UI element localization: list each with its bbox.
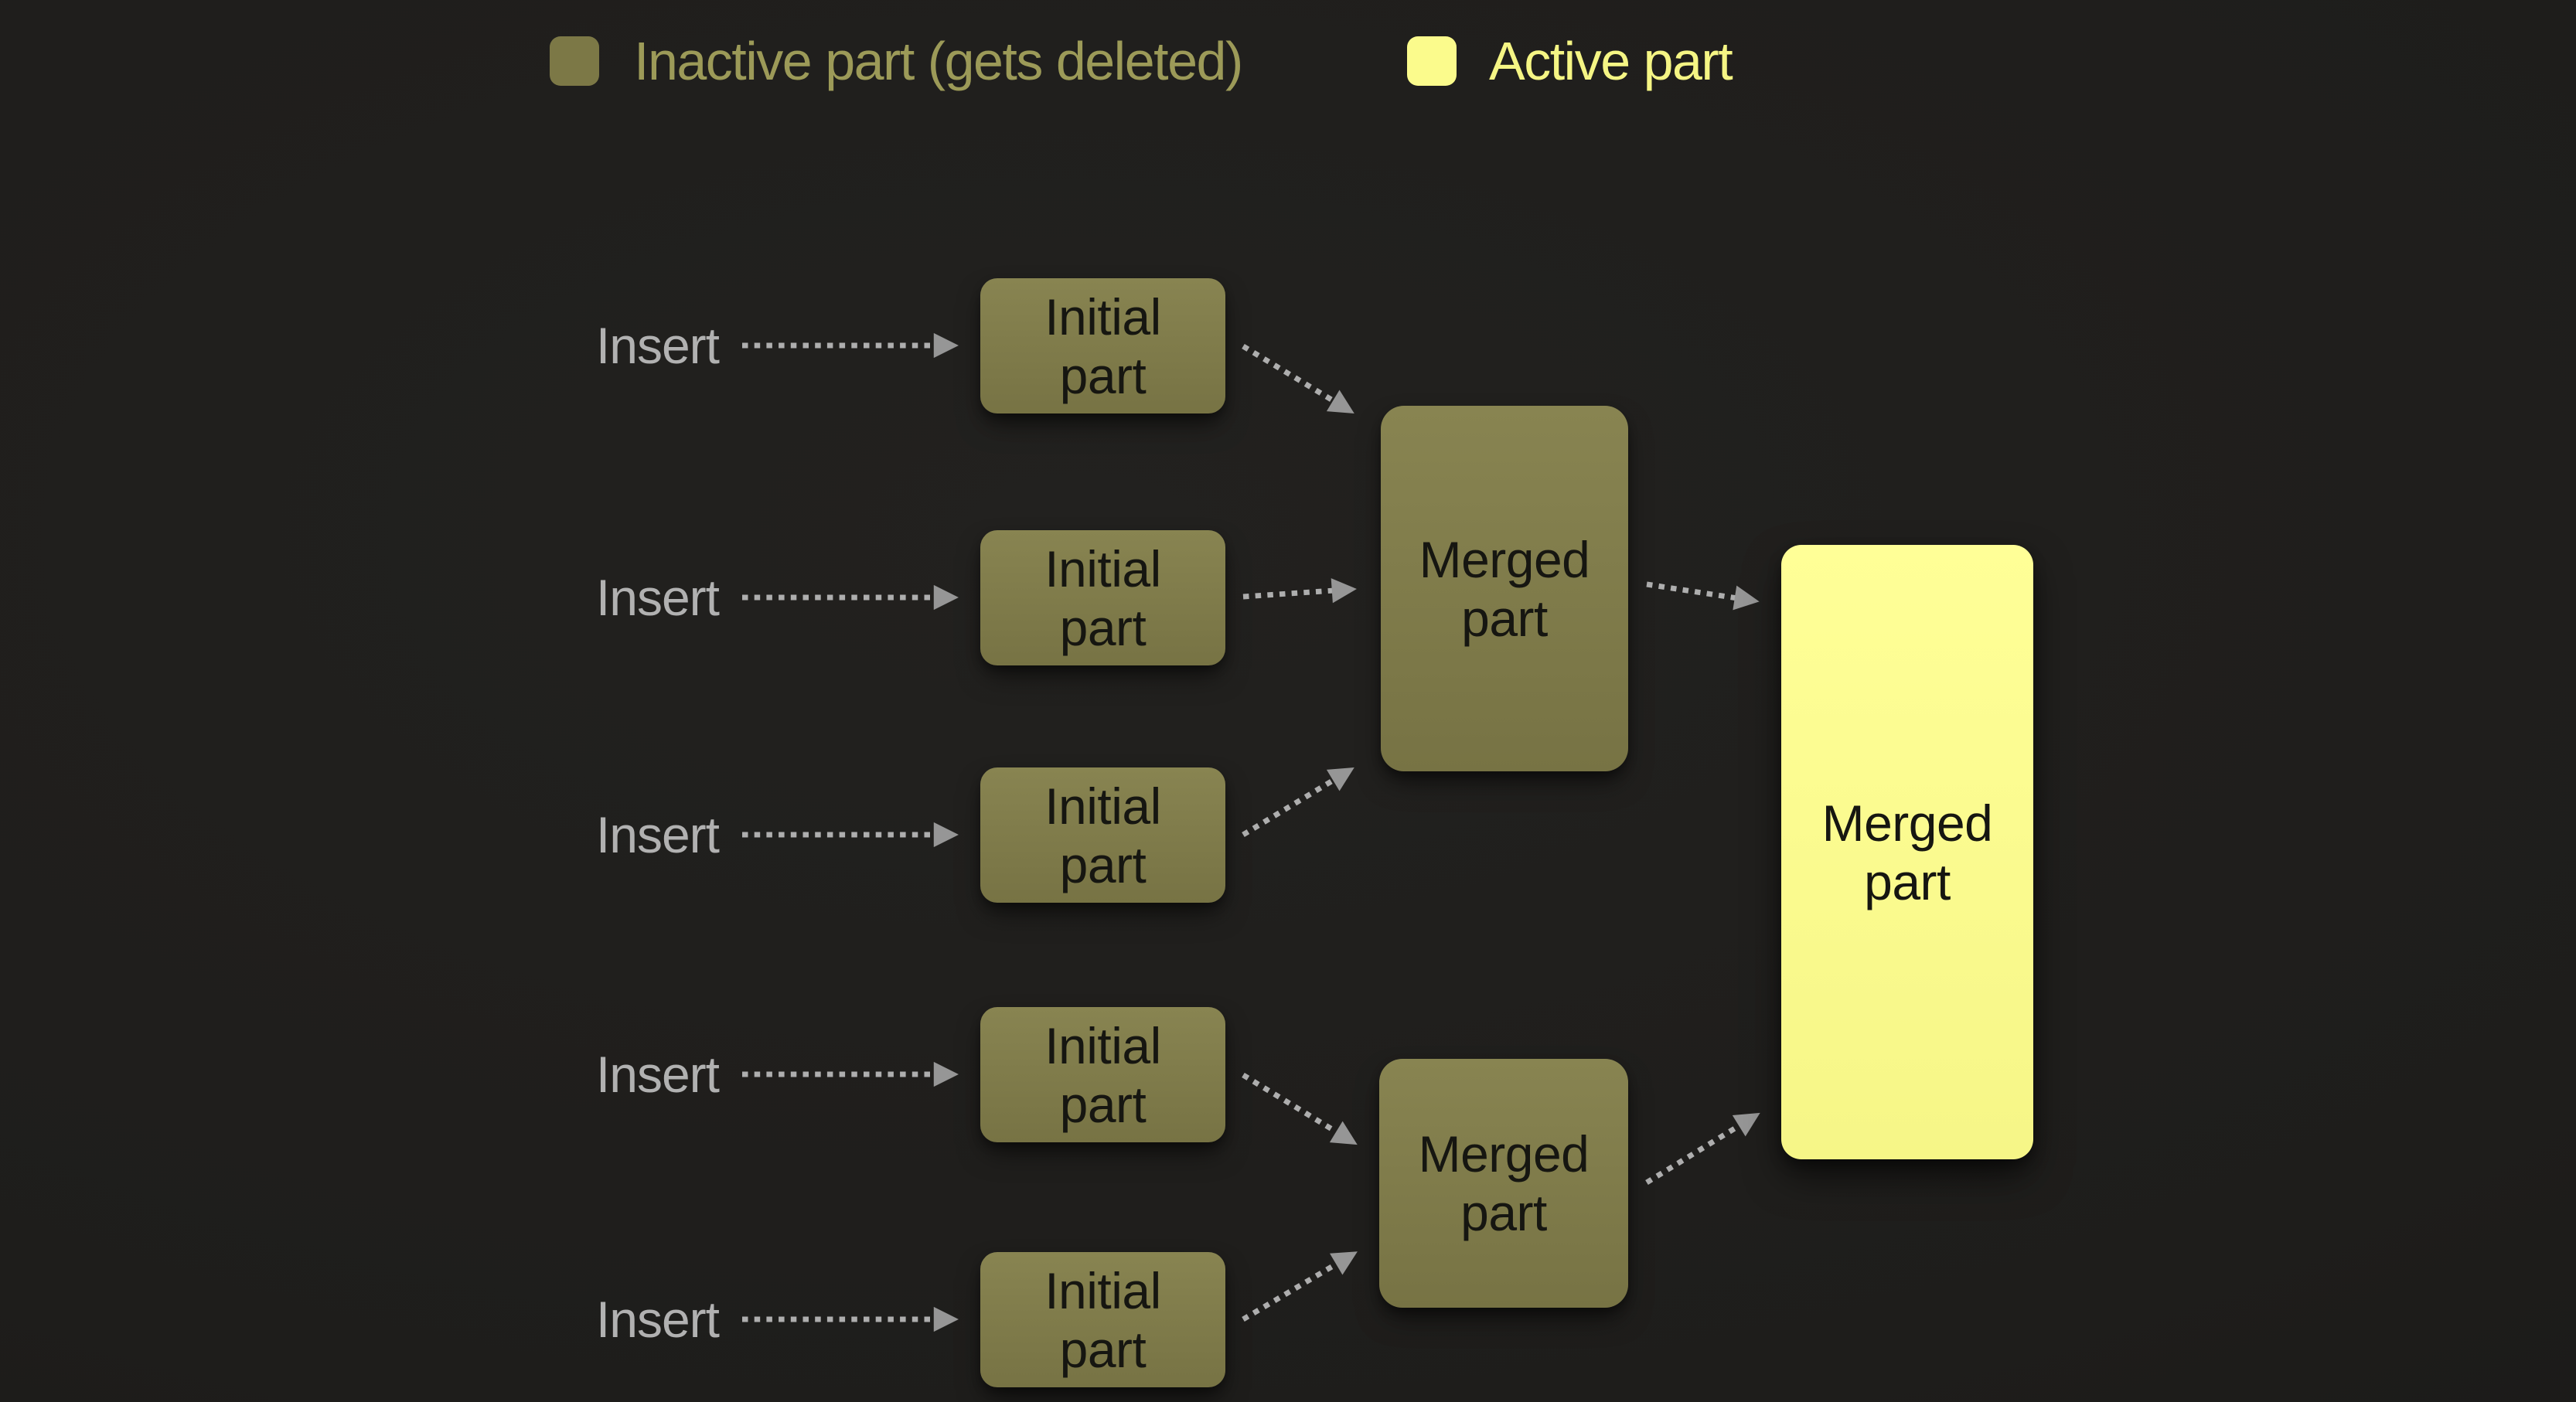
arrow-merged-top-to-final: [1646, 581, 1760, 611]
insert-label-1: Insert: [595, 317, 720, 374]
initial-part-label: Initial part: [1044, 1016, 1161, 1133]
insert-label-5: Insert: [595, 1291, 720, 1348]
initial-part-box-2: Initial part: [980, 530, 1225, 665]
initial-part-label: Initial part: [1044, 288, 1161, 404]
initial-part-box-1: Initial part: [980, 278, 1225, 413]
arrow-initial1-to-merged-top: [1242, 344, 1354, 414]
arrow-initial2-to-merged-top: [1242, 578, 1357, 604]
merged-part-label: Merged part: [1821, 794, 1993, 910]
initial-part-label: Initial part: [1044, 1261, 1161, 1378]
arrow-initial3-to-merged-top: [1242, 767, 1354, 837]
legend-label-active: Active part: [1489, 31, 1733, 91]
merged-part-box-final: Merged part: [1781, 545, 2033, 1159]
merged-part-box-top: Merged part: [1381, 406, 1628, 771]
legend-item-inactive: Inactive part (gets deleted): [550, 31, 1243, 91]
insert-label-4: Insert: [595, 1046, 720, 1103]
insert-label-2: Insert: [595, 569, 720, 626]
initial-part-label: Initial part: [1044, 539, 1161, 656]
initial-part-box-5: Initial part: [980, 1252, 1225, 1387]
arrow-merged-bottom-to-final: [1645, 1112, 1760, 1185]
legend-item-active: Active part: [1407, 31, 1733, 91]
initial-part-box-4: Initial part: [980, 1007, 1225, 1142]
initial-part-box-3: Initial part: [980, 767, 1225, 903]
arrow-initial5-to-merged-bottom: [1242, 1251, 1358, 1322]
merged-part-box-bottom: Merged part: [1379, 1059, 1628, 1308]
initial-part-label: Initial part: [1044, 777, 1161, 893]
arrow-initial4-to-merged-bottom: [1242, 1073, 1358, 1145]
legend-label-inactive: Inactive part (gets deleted): [634, 31, 1243, 91]
insert-label-3: Insert: [595, 806, 720, 863]
inactive-swatch: [550, 36, 599, 86]
active-swatch: [1407, 36, 1457, 86]
merged-part-label: Merged part: [1418, 1125, 1590, 1241]
merged-part-label: Merged part: [1419, 530, 1590, 647]
